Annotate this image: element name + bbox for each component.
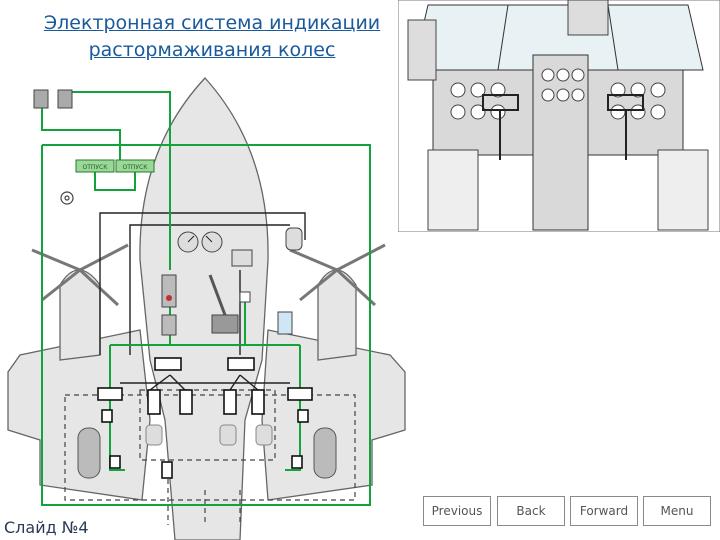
slide-number: Слайд №4: [4, 518, 89, 537]
side-panels: [407, 0, 609, 81]
box-left-label: ОТПУСК: [82, 164, 108, 171]
indicator-lamps: [33, 89, 73, 109]
control-yokes: [482, 94, 644, 160]
panel-gauges: [450, 68, 666, 120]
forward-button[interactable]: Forward: [570, 496, 638, 526]
aircraft-silhouette: [7, 77, 406, 540]
cockpit-illustration: [398, 0, 720, 232]
brake-units: [97, 357, 313, 479]
wheel-icon-small: [60, 191, 74, 205]
previous-button[interactable]: Previous: [423, 496, 491, 526]
back-button[interactable]: Back: [497, 496, 565, 526]
menu-button[interactable]: Menu: [643, 496, 711, 526]
wheel-release-diagram: ОТПУСК ОТПУСК: [7, 77, 406, 540]
cockpit-seats: [427, 149, 709, 231]
engine-pods: [145, 424, 273, 446]
propeller-left: [31, 243, 129, 307]
release-signal-boxes: ОТПУСК ОТПУСК: [75, 159, 155, 173]
main-wheels: [77, 427, 337, 479]
box-right-label: ОТПУСК: [122, 164, 148, 171]
cockpit-instruments: [161, 227, 303, 336]
slide-title-line-1: Электронная система индикации: [43, 12, 381, 34]
slide-title: Электронная система индикации растормажи…: [22, 10, 402, 64]
slide-title-line-2: растормаживания колес: [88, 39, 336, 61]
